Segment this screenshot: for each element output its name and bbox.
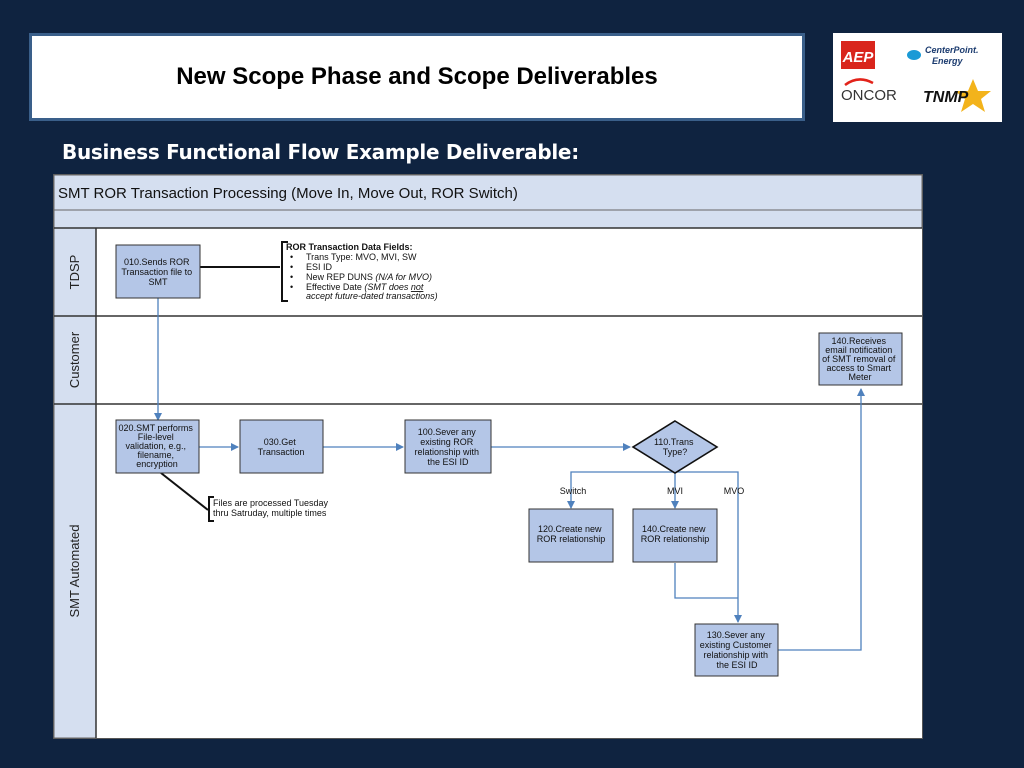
- centerpoint-icon: [907, 50, 921, 60]
- svg-text:Effective Date (SMT does not: Effective Date (SMT does not: [306, 282, 424, 292]
- svg-text:•: •: [290, 272, 293, 282]
- diagram-title: SMT ROR Transaction Processing (Move In,…: [58, 185, 518, 202]
- lane-label-customer: Customer: [67, 331, 82, 388]
- branch-label-switch: Switch: [560, 486, 587, 496]
- svg-text:CenterPoint.: CenterPoint.: [925, 45, 979, 55]
- files-processed-note: Files are processed Tuesday thru Satruda…: [213, 498, 331, 518]
- process-box-140-create: 140.Create new ROR relationship: [632, 508, 718, 563]
- oncor-logo: ONCOR: [841, 78, 897, 104]
- branch-label-mvo: MVO: [724, 486, 745, 496]
- decision-110: 110.Trans Type?: [631, 420, 719, 474]
- svg-text:ROR Transaction Data Fields:: ROR Transaction Data Fields:: [286, 242, 413, 252]
- svg-text:120.Create new ROR rel: 120.Create new ROR relationship: [537, 524, 606, 544]
- svg-text:100.Sever any existing: 100.Sever any existing ROR relationship …: [414, 427, 481, 467]
- svg-text:010.Sends ROR Transact: 010.Sends ROR Transaction file to SMT: [121, 257, 194, 287]
- flow-diagram: SMT ROR Transaction Processing (Move In,…: [53, 174, 923, 739]
- process-box-120: 120.Create new ROR relationship: [528, 508, 614, 563]
- tnmp-logo: TNMP: [923, 79, 991, 112]
- leader-files-note: [160, 472, 209, 511]
- branch-label-mvi: MVI: [667, 486, 683, 496]
- star-icon: [955, 79, 991, 112]
- svg-text:ESI ID: ESI ID: [306, 262, 333, 272]
- svg-text:140.Receives email not: 140.Receives email notification of SMT r…: [822, 336, 898, 382]
- process-box-010: 010.Sends ROR Transaction file to SMT: [115, 244, 201, 299]
- svg-text:New REP DUNS (N/A for MVO): New REP DUNS (N/A for MVO): [306, 272, 432, 282]
- svg-text:030.Get Transaction: 030.Get Transaction: [258, 437, 305, 457]
- process-box-020: 020.SMT performs File-level validation, …: [115, 419, 200, 474]
- svg-text:ONCOR: ONCOR: [841, 87, 897, 104]
- ror-fields-annotation: ROR Transaction Data Fields: • Trans Typ…: [286, 242, 438, 301]
- connector-mvo: [675, 471, 742, 623]
- svg-text:Trans Type: MVO, MVI, SW: Trans Type: MVO, MVI, SW: [306, 252, 417, 262]
- svg-text:•: •: [290, 252, 293, 262]
- subtitle: Business Functional Flow Example Deliver…: [62, 140, 579, 164]
- process-box-030: 030.Get Transaction: [239, 419, 324, 474]
- svg-text:•: •: [290, 282, 293, 292]
- company-logos: AEP CenterPoint. Energy ONCOR TNMP: [841, 41, 991, 112]
- svg-text:AEP: AEP: [842, 49, 875, 66]
- title-box: New Scope Phase and Scope Deliverables: [29, 33, 805, 121]
- bracket-ror-fields: [281, 241, 288, 302]
- logo-panel: AEP CenterPoint. Energy ONCOR TNMP: [833, 33, 1002, 122]
- diagram-subheader: [53, 209, 923, 229]
- bracket-files-note: [208, 496, 214, 522]
- process-box-140-receive: 140.Receives email notification of SMT r…: [818, 332, 903, 386]
- svg-text:140.Create new ROR rel: 140.Create new ROR relationship: [641, 524, 710, 544]
- connector-140-130: [674, 563, 738, 599]
- svg-text:020.SMT performs File-: 020.SMT performs File-level validation, …: [119, 423, 196, 469]
- lane-label-smt-automated: SMT Automated: [67, 525, 82, 618]
- svg-text:Files are processed Tuesday: Files are processed Tuesday thru Satruda…: [213, 498, 331, 518]
- centerpoint-logo: CenterPoint. Energy: [907, 45, 979, 66]
- oncor-swoosh-icon: [844, 78, 874, 87]
- process-box-100: 100.Sever any existing ROR relationship …: [404, 419, 492, 474]
- svg-text:accept future-dated transactio: accept future-dated transactions): [306, 291, 438, 301]
- svg-text:TNMP: TNMP: [923, 89, 969, 106]
- process-box-130: 130.Sever any existing Customer relation…: [694, 623, 779, 677]
- svg-text:110.Trans Type?: 110.Trans Type?: [654, 437, 696, 457]
- connector-130-140b: [778, 388, 865, 651]
- lane-label-tdsp: TDSP: [67, 255, 82, 290]
- page-title: New Scope Phase and Scope Deliverables: [176, 63, 658, 90]
- lane-label-column: [53, 227, 97, 739]
- svg-text:Energy: Energy: [932, 56, 964, 66]
- svg-text:130.Sever any existing: 130.Sever any existing Customer relation…: [700, 630, 775, 670]
- aep-logo: AEP: [841, 41, 875, 69]
- connector-switch: [567, 471, 675, 509]
- svg-text:•: •: [290, 262, 293, 272]
